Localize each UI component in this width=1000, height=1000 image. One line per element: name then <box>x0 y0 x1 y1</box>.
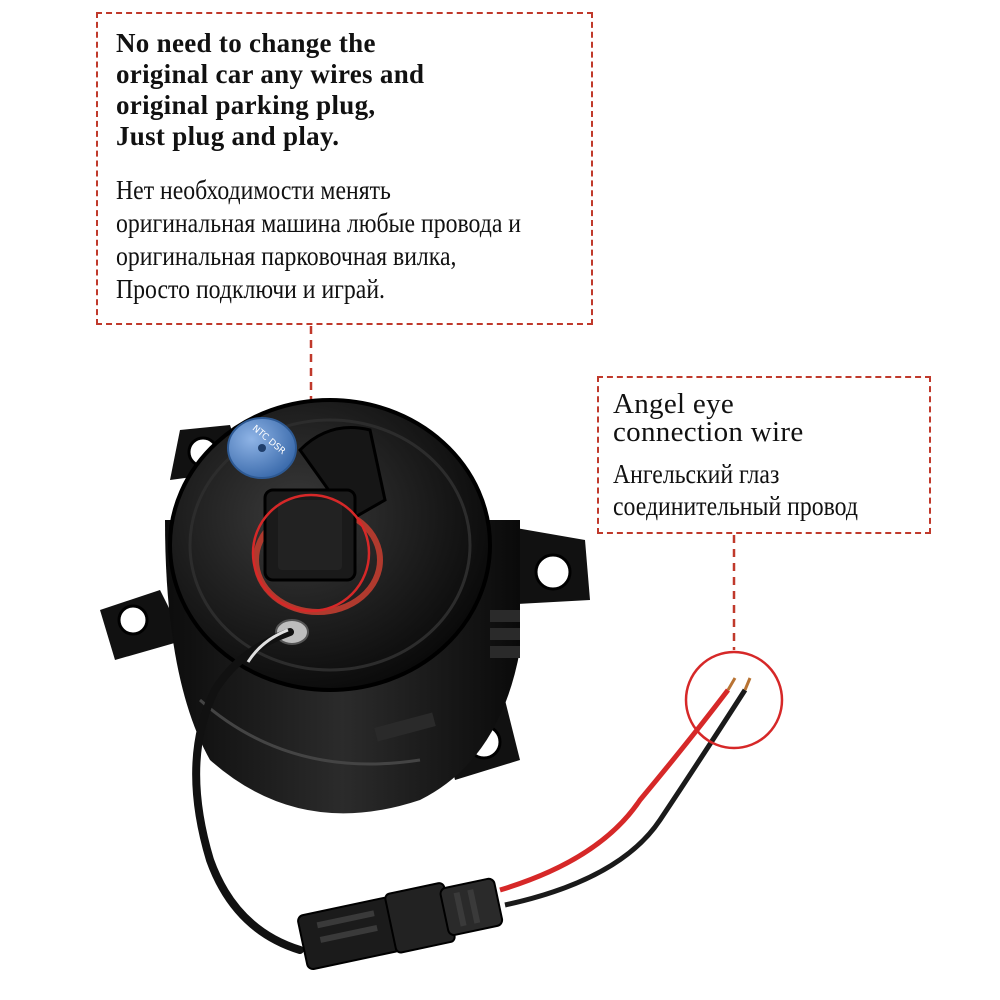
plug-callout-russian: Нет необходимости менять оригинальная ма… <box>116 174 534 306</box>
angel-eye-wires <box>499 677 752 908</box>
plug-ru-line: Просто подключи и играй. <box>116 274 386 304</box>
plug-en-line: Just plug and play. <box>116 121 340 151</box>
plug-en-line: No need to change the <box>116 28 376 58</box>
plug-en-line: original car any wires and <box>116 59 425 89</box>
blue-vent-cap: NTC DSR <box>227 417 297 479</box>
angel-eye-wire-callout: Angel eye connection wire Ангельский гла… <box>597 376 931 534</box>
plug-ru-line: Нет необходимости менять <box>116 175 391 205</box>
waterproof-connector <box>297 877 504 971</box>
plug-highlight-circle <box>251 493 371 613</box>
wire-ru-line: соединительный провод <box>613 491 858 521</box>
plug-en-line: original parking plug, <box>116 90 376 120</box>
wire-callout-english: Angel eye connection wire <box>613 388 929 448</box>
wire-ru-line: Ангельский глаз <box>613 459 780 489</box>
wire-highlight-circle <box>684 650 784 750</box>
plug-callout-english: No need to change the original car any w… <box>116 28 591 152</box>
wire-en-line: Angel eye <box>613 388 735 420</box>
wire-en-line: connection wire <box>613 416 804 448</box>
plug-and-play-callout: No need to change the original car any w… <box>96 12 593 325</box>
lamp-power-cable <box>192 619 309 954</box>
wire-callout-russian: Ангельский глаз соединительный провод <box>613 458 891 522</box>
parking-plug-connector <box>263 426 387 582</box>
plug-ru-line: оригинальная парковочная вилка, <box>116 241 457 271</box>
plug-ru-line: оригинальная машина любые провода и <box>116 208 522 238</box>
